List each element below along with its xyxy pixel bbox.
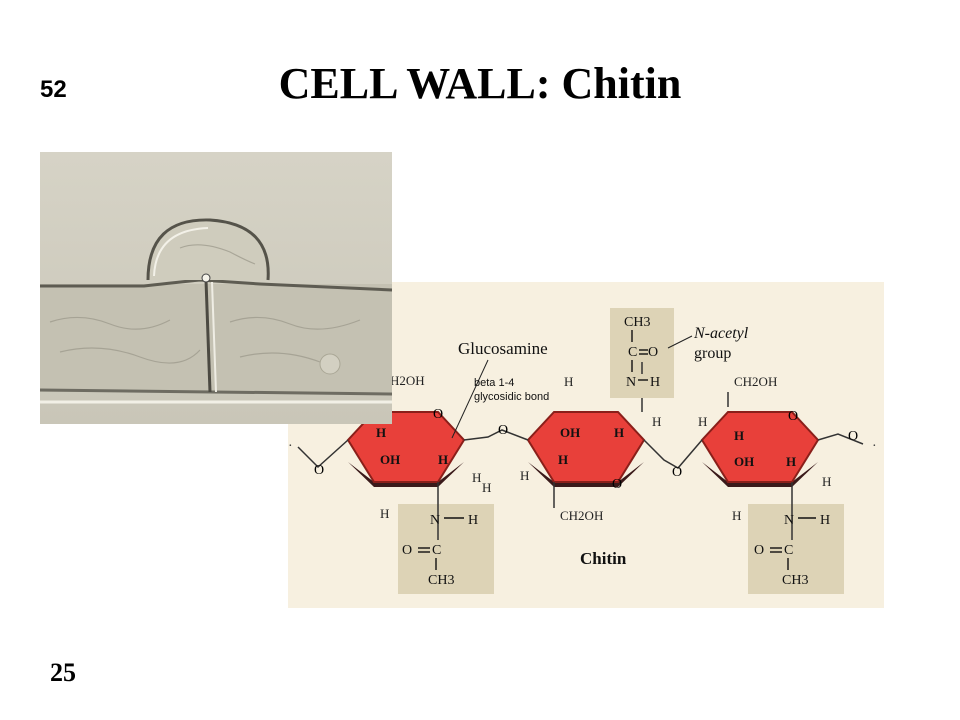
- svg-text:N: N: [430, 513, 440, 528]
- svg-text:H: H: [698, 414, 707, 429]
- page-title: CELL WALL: Chitin: [278, 59, 682, 108]
- nacetyl-box-bottom-left: [398, 504, 494, 594]
- svg-text:H: H: [380, 506, 389, 521]
- label-nacetyl-line1: N-acetyl: [693, 325, 749, 342]
- svg-text:H: H: [734, 428, 744, 443]
- svg-text:H: H: [820, 513, 830, 528]
- link-o-1: O: [498, 423, 508, 438]
- svg-text:O: O: [648, 345, 658, 360]
- svg-text:H: H: [786, 454, 796, 469]
- link-o-0: O: [314, 463, 324, 478]
- ring-2-o: O: [612, 477, 622, 492]
- label-bond-line1: beta 1-4: [474, 377, 514, 389]
- svg-text:OH: OH: [560, 425, 580, 440]
- svg-text:H: H: [564, 374, 573, 389]
- svg-text:O: O: [402, 543, 412, 558]
- label-bond-line2: glycosidic bond: [474, 391, 549, 403]
- svg-text:CH3: CH3: [428, 573, 454, 588]
- svg-text:CH3: CH3: [782, 573, 808, 588]
- nacetyl-box-bottom-right: [748, 504, 844, 594]
- ring-3-o: O: [788, 409, 798, 424]
- svg-text:C: C: [784, 543, 793, 558]
- label-glucosamine: Glucosamine: [458, 339, 548, 358]
- svg-text:N: N: [784, 513, 794, 528]
- link-o-3: O: [848, 429, 858, 444]
- svg-text:H: H: [732, 508, 741, 523]
- svg-text:O: O: [754, 543, 764, 558]
- svg-text:·: ·: [288, 439, 293, 454]
- ch2oh-top-left: H2OH: [390, 373, 425, 388]
- hyphal-cell-micrograph: [40, 152, 392, 424]
- svg-text:OH: OH: [734, 454, 754, 469]
- svg-text:C: C: [432, 543, 441, 558]
- svg-text:H: H: [472, 470, 481, 485]
- svg-text:H: H: [822, 474, 831, 489]
- svg-text:H: H: [468, 513, 478, 528]
- svg-text:CH3: CH3: [624, 315, 650, 330]
- svg-text:H: H: [558, 452, 568, 467]
- svg-text:H: H: [376, 425, 386, 440]
- septum: [204, 279, 212, 393]
- svg-text:OH: OH: [380, 452, 400, 467]
- svg-text:H: H: [652, 414, 661, 429]
- svg-text:C: C: [628, 345, 637, 360]
- footer-number: 25: [50, 658, 76, 687]
- svg-text:N: N: [626, 375, 636, 390]
- ch2oh-top-right: CH2OH: [734, 374, 777, 389]
- svg-text:H: H: [614, 425, 624, 440]
- svg-text:H: H: [482, 480, 491, 495]
- svg-text:·: ·: [872, 439, 877, 454]
- svg-text:H: H: [520, 468, 529, 483]
- nacetyl-box-top: [610, 308, 674, 398]
- label-nacetyl-line2: group: [694, 345, 731, 362]
- svg-text:H: H: [650, 375, 660, 390]
- chain-bonds: [297, 362, 864, 540]
- link-o-2: O: [672, 465, 682, 480]
- ch2oh-bottom-mid: CH2OH: [560, 508, 603, 523]
- slide-number: 52: [40, 76, 67, 103]
- svg-text:H: H: [438, 452, 448, 467]
- diagram-caption: Chitin: [580, 549, 627, 568]
- ring-1-o: O: [433, 407, 443, 422]
